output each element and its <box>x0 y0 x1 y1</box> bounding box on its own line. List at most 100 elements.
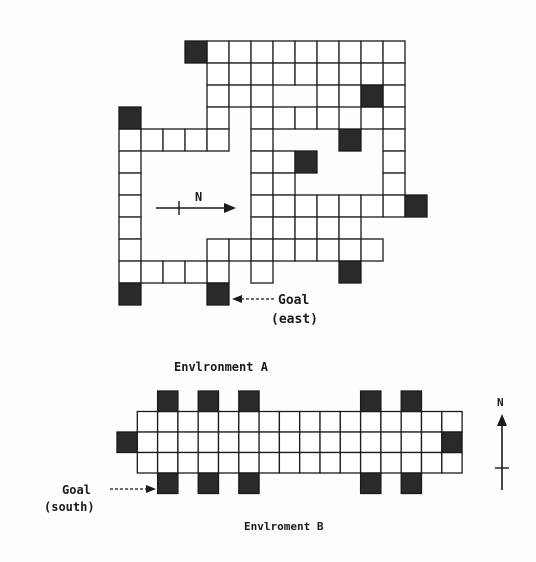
maze-cell <box>136 451 159 474</box>
goal-cell <box>156 390 179 413</box>
maze-cell <box>238 410 260 433</box>
maze-cell <box>217 451 240 474</box>
maze-cell <box>184 260 208 284</box>
maze-cell <box>206 84 230 108</box>
maze-cell <box>400 451 423 474</box>
goal-cell <box>197 390 220 413</box>
goal-cell <box>197 472 220 495</box>
maze-cell <box>338 194 362 218</box>
maze-cell <box>359 431 382 454</box>
maze-cell <box>250 84 274 108</box>
maze-cell <box>140 128 164 152</box>
maze-cell <box>250 128 274 152</box>
maze-cell <box>382 194 406 218</box>
maze-cell <box>206 62 230 86</box>
maze-cell <box>250 216 274 240</box>
maze-cell <box>338 238 362 262</box>
goal-label-b: Goal <box>62 483 91 497</box>
maze-cell <box>272 106 296 130</box>
maze-cell <box>382 172 406 196</box>
maze-cell <box>206 128 230 152</box>
maze-cell <box>217 410 240 433</box>
environment-b-compass: N <box>495 396 509 490</box>
maze-cell <box>217 431 240 454</box>
maze-cell <box>420 431 443 454</box>
maze-cell <box>316 194 340 218</box>
maze-cell <box>382 106 406 130</box>
maze-cell <box>184 128 208 152</box>
maze-cell <box>272 238 296 262</box>
maze-cell <box>228 84 252 108</box>
compass-arrowhead-b <box>497 414 507 426</box>
maze-cell <box>338 62 362 86</box>
maze-cell <box>136 410 159 433</box>
goal-cell <box>338 260 362 284</box>
maze-cell <box>250 62 274 86</box>
maze-cell <box>339 431 362 454</box>
maze-cell <box>258 431 281 454</box>
environment-a-compass: N <box>156 190 236 215</box>
maze-cell <box>118 238 142 262</box>
maze-cell <box>294 106 318 130</box>
maze-cell <box>360 194 384 218</box>
maze-cell <box>250 150 274 174</box>
environment-b-goal-pointer: Goal (south) <box>44 483 156 514</box>
maze-cell <box>250 40 274 64</box>
goal-cell <box>238 472 260 495</box>
maze-cell <box>250 172 274 196</box>
maze-cell <box>319 410 341 433</box>
maze-cell <box>380 431 402 454</box>
maze-cell <box>206 106 230 130</box>
maze-cell <box>400 431 423 454</box>
maze-cell <box>162 128 186 152</box>
maze-cell <box>382 40 406 64</box>
maze-cell <box>136 431 159 454</box>
maze-cell <box>156 451 179 474</box>
goal-cell <box>404 194 428 218</box>
environment-b-maze <box>116 390 463 495</box>
goal-cell <box>156 472 179 495</box>
maze-cell <box>250 238 274 262</box>
maze-cell <box>197 451 220 474</box>
maze-cell <box>118 260 142 284</box>
maze-cell <box>299 431 321 454</box>
maze-cell <box>441 451 463 474</box>
maze-cell <box>118 216 142 240</box>
maze-cell <box>360 40 384 64</box>
goal-cell <box>116 431 138 454</box>
compass-label-a: N <box>195 190 202 204</box>
maze-cell <box>338 216 362 240</box>
goal-cell <box>360 84 384 108</box>
maze-cell <box>278 431 301 454</box>
maze-cell <box>316 40 340 64</box>
maze-cell <box>316 216 340 240</box>
maze-cell <box>359 451 382 474</box>
maze-cell <box>420 451 443 474</box>
goal-cell <box>118 282 142 306</box>
maze-cell <box>206 40 230 64</box>
goal-cell <box>441 431 463 454</box>
maze-cell <box>420 410 443 433</box>
maze-cell <box>250 260 274 284</box>
maze-cell <box>197 431 220 454</box>
goal-direction-b: (south) <box>44 500 95 514</box>
maze-cell <box>156 410 179 433</box>
maze-cell <box>238 451 260 474</box>
maze-cell <box>294 216 318 240</box>
caption-environment-b: Envlroment B <box>244 520 324 533</box>
goal-cell <box>294 150 318 174</box>
goal-cell <box>238 390 260 413</box>
maze-cell <box>272 150 296 174</box>
maze-cell <box>382 62 406 86</box>
maze-cell <box>294 40 318 64</box>
maze-cell <box>400 410 423 433</box>
goal-arrowhead-b <box>146 485 156 493</box>
goal-cell <box>359 472 382 495</box>
maze-cell <box>316 62 340 86</box>
maze-cell <box>118 194 142 218</box>
maze-cell <box>316 84 340 108</box>
maze-cell <box>162 260 186 284</box>
maze-cell <box>140 260 164 284</box>
maze-cell <box>118 128 142 152</box>
